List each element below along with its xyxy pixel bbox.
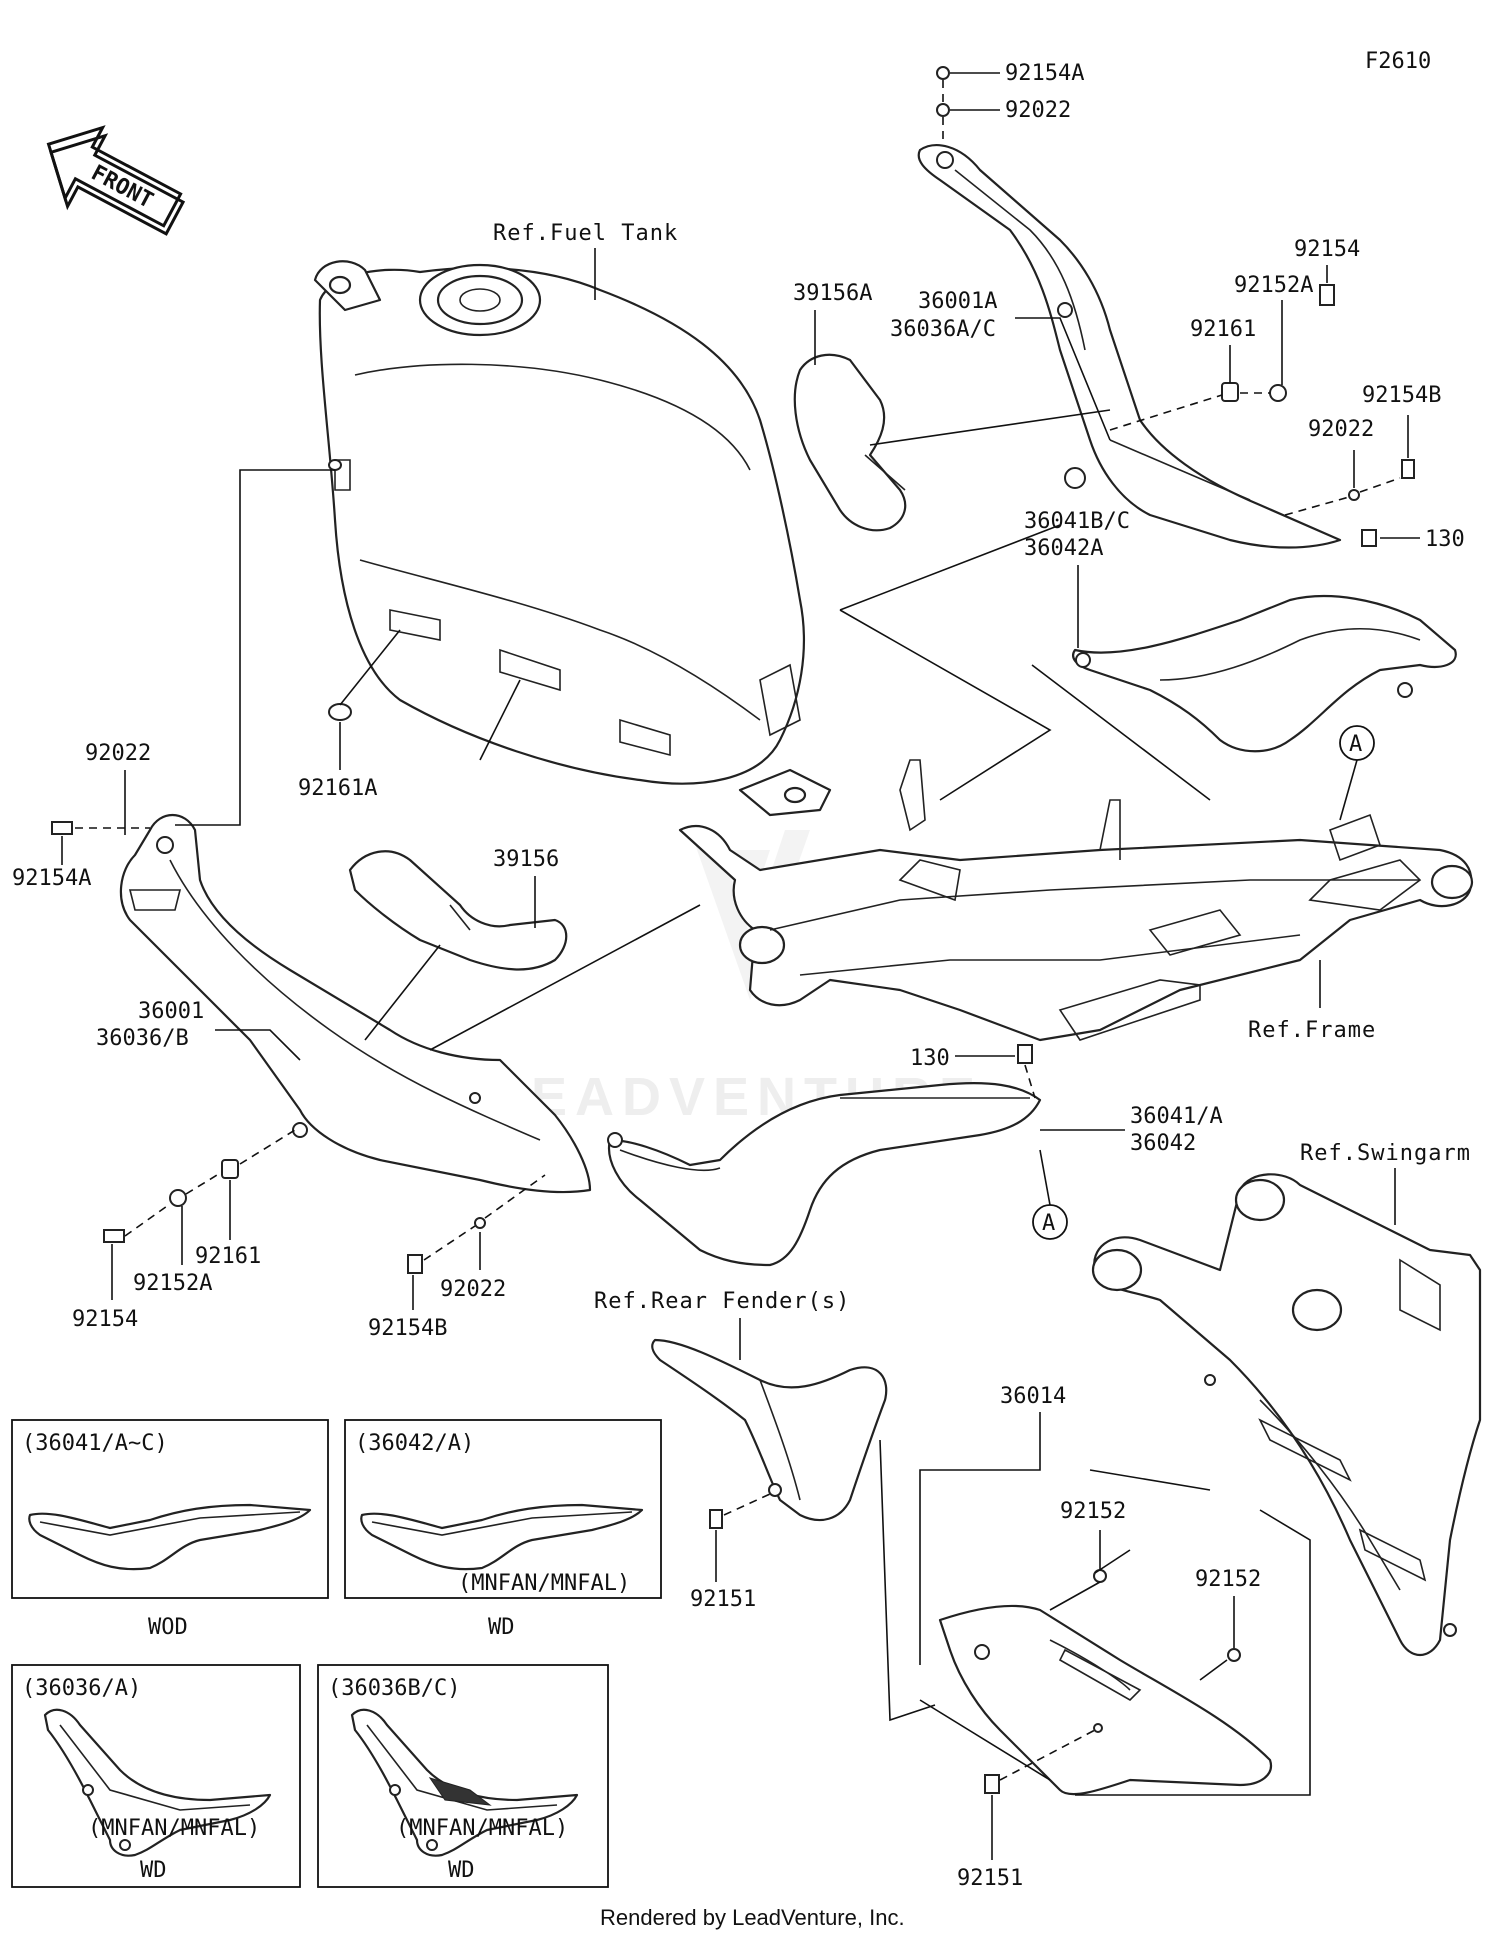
- label-39156: 39156: [493, 847, 559, 872]
- variant-36036BC-title: (36036B/C): [328, 1676, 460, 1701]
- label-39156A: 39156A: [793, 281, 872, 306]
- variant-box-36036BC: (36036B/C) (MNFAN/MNFAL) WD: [317, 1664, 609, 1888]
- label-92151-fender: 92151: [690, 1587, 756, 1612]
- grommet-92161-right: [1221, 382, 1239, 402]
- bolt-92151-bottom: [984, 1774, 1000, 1794]
- label-92154-left: 92154: [72, 1307, 138, 1332]
- callout-a-lower-text: A: [1042, 1211, 1055, 1236]
- rear-fender-drawing: [651, 1338, 888, 1522]
- label-92022-bottom: 92022: [440, 1277, 506, 1302]
- ref-swingarm-label: Ref.Swingarm: [1300, 1141, 1471, 1166]
- fuel-tank-drawing: [313, 260, 832, 817]
- bolt-92154-left: [103, 1229, 125, 1243]
- bolt-92154-right: [1319, 284, 1335, 306]
- washer-92022-right: [1348, 489, 1360, 501]
- label-92161-right: 92161: [1190, 317, 1256, 342]
- label-130-mid: 130: [910, 1046, 950, 1071]
- variant-box-36041: (36041/A~C) WOD: [11, 1419, 329, 1640]
- pad-39156A: [793, 353, 907, 532]
- callout-a-lower: A: [1032, 1149, 1068, 1240]
- collar-92152-b: [1227, 1648, 1241, 1662]
- label-36036AC: 36036A/C: [890, 317, 996, 342]
- label-36001: 36001: [138, 999, 204, 1024]
- label-36036B: 36036/B: [96, 1026, 189, 1051]
- variant-36036A-caption: WD: [140, 1858, 167, 1883]
- seat-cover-lower: [607, 1082, 1042, 1267]
- label-92161A: 92161A: [298, 776, 377, 801]
- collar-92152A-left: [169, 1189, 187, 1207]
- ref-frame-label: Ref.Frame: [1248, 1018, 1376, 1043]
- label-36001A: 36001A: [918, 289, 997, 314]
- label-92154A-left: 92154A: [12, 866, 91, 891]
- label-92152A-right: 92152A: [1234, 273, 1313, 298]
- label-36041A: 36041/A: [1130, 1104, 1223, 1129]
- variant-36041-title: (36041/A~C): [22, 1431, 168, 1456]
- callout-a-upper: A: [1339, 725, 1375, 821]
- callout-a-upper-text: A: [1349, 732, 1362, 757]
- ref-fuel-tank-label: Ref.Fuel Tank: [493, 221, 678, 246]
- label-92152-a: 92152: [1060, 1499, 1126, 1524]
- collar-92152A-right: [1269, 384, 1287, 402]
- grommet-92161A: [328, 703, 352, 721]
- label-92154-right: 92154: [1294, 237, 1360, 262]
- frame-drawing: [678, 759, 1474, 1042]
- variant-box-36042: (36042/A) (MNFAN/MNFAL) WD: [344, 1419, 662, 1640]
- footer-rendered-by: Rendered by LeadVenture, Inc.: [600, 1905, 905, 1930]
- front-direction-arrow: FRONT: [46, 125, 186, 236]
- washer-92022-top: [936, 103, 950, 117]
- label-92161-left: 92161: [195, 1244, 261, 1269]
- bolt-130-right: [1361, 529, 1377, 547]
- ref-rear-fender-label: Ref.Rear Fender(s): [594, 1289, 850, 1314]
- label-92154B-left: 92154B: [368, 1316, 447, 1341]
- label-36041BC: 36041B/C: [1024, 509, 1130, 534]
- variant-36036BC-caption: WD: [448, 1858, 475, 1883]
- label-36042A: 36042A: [1024, 536, 1103, 561]
- label-92022-top: 92022: [1005, 98, 1071, 123]
- label-130-right: 130: [1425, 527, 1465, 552]
- label-92022-right: 92022: [1308, 417, 1374, 442]
- bolt-92151-fender: [709, 1509, 723, 1529]
- variant-box-36036A: (36036/A) (MNFAN/MNFAL) WD: [11, 1664, 301, 1888]
- bolt-92154A-left: [51, 821, 73, 835]
- seat-cover-upper: [1072, 594, 1457, 753]
- bolt-130-mid: [1017, 1044, 1033, 1064]
- variant-36036A-title: (36036/A): [22, 1676, 141, 1701]
- label-92154B-right: 92154B: [1362, 383, 1441, 408]
- variant-36042-caption: WD: [488, 1615, 515, 1640]
- pad-39156: [348, 850, 568, 971]
- label-36042: 36042: [1130, 1131, 1196, 1156]
- variant-36036BC-note: (MNFAN/MNFAL): [396, 1816, 568, 1841]
- swingarm-drawing: [1091, 1173, 1482, 1656]
- variant-36041-caption: WOD: [148, 1615, 188, 1640]
- label-92152-b: 92152: [1195, 1567, 1261, 1592]
- side-cover-left: [119, 814, 592, 1194]
- variant-36042-title: (36042/A): [355, 1431, 474, 1456]
- bolt-92154A-top: [936, 66, 950, 80]
- label-92154A-top: 92154A: [1005, 61, 1084, 86]
- chain-cover-drawing: [938, 1604, 1273, 1796]
- washer-92022-bottom: [474, 1217, 486, 1229]
- variant-36042-note: (MNFAN/MNFAL): [458, 1571, 630, 1596]
- bolt-92154B-right: [1401, 459, 1415, 479]
- bolt-92154B-left: [407, 1254, 423, 1274]
- label-92151-bottom: 92151: [957, 1866, 1023, 1891]
- label-92152A-left: 92152A: [133, 1271, 212, 1296]
- grommet-92161-left: [221, 1159, 239, 1179]
- variant-36036A-note: (MNFAN/MNFAL): [88, 1816, 260, 1841]
- side-cover-upper-right: [917, 144, 1342, 549]
- figure-code: F2610: [1365, 49, 1431, 74]
- label-92022-left: 92022: [85, 741, 151, 766]
- label-36014: 36014: [1000, 1384, 1066, 1409]
